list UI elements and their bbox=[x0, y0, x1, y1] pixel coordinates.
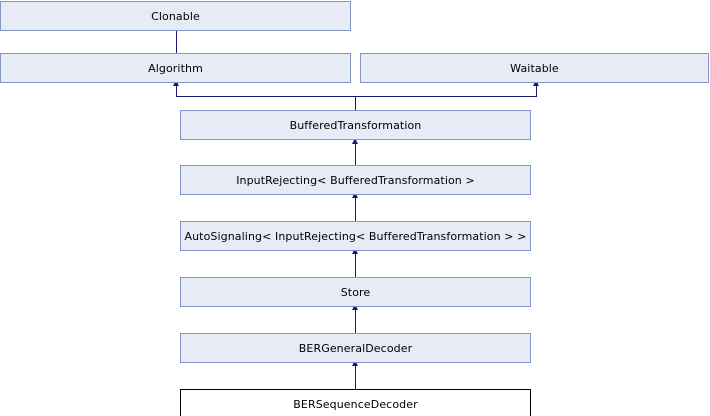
edge-bergeneraldecoder-to-store bbox=[355, 310, 356, 335]
node-autosignaling[interactable]: AutoSignaling< InputRejecting< BufferedT… bbox=[180, 221, 531, 251]
edge-algorithm-to-clonable bbox=[176, 31, 177, 54]
arrowhead-bufferedtransformation bbox=[352, 138, 358, 144]
arrowhead-inputrejecting bbox=[352, 192, 358, 198]
node-bersequencedecoder[interactable]: BERSequenceDecoder bbox=[180, 389, 531, 416]
edge-inputrejecting-to-bufferedtransformation bbox=[355, 144, 356, 168]
arrowhead-bergeneraldecoder bbox=[352, 360, 358, 366]
node-label-waitable: Waitable bbox=[510, 61, 559, 75]
arrowhead-algorithm bbox=[173, 80, 179, 86]
node-label-bersequencedecoder: BERSequenceDecoder bbox=[293, 397, 418, 411]
node-algorithm[interactable]: Algorithm bbox=[0, 53, 351, 83]
node-clonable[interactable]: Clonable bbox=[0, 1, 351, 31]
edge-bersequencedecoder-to-bergeneraldecoder bbox=[355, 366, 356, 391]
node-label-store: Store bbox=[340, 285, 371, 299]
node-label-bufferedtransformation: BufferedTransformation bbox=[289, 118, 422, 132]
arrowhead-autosignaling bbox=[352, 248, 358, 254]
edge-bus-drop-bufferedtransformation bbox=[355, 96, 356, 110]
arrowhead-store bbox=[352, 304, 358, 310]
node-store[interactable]: Store bbox=[180, 277, 531, 307]
edge-autosignaling-to-inputrejecting bbox=[355, 198, 356, 224]
node-label-clonable: Clonable bbox=[151, 9, 200, 23]
edge-store-to-autosignaling bbox=[355, 254, 356, 279]
node-waitable[interactable]: Waitable bbox=[360, 53, 709, 83]
edge-bus-riser-algorithm bbox=[176, 86, 177, 97]
edge-bus-riser-waitable bbox=[536, 86, 537, 97]
arrowhead-waitable bbox=[533, 80, 539, 86]
edge-bus-horizontal bbox=[176, 96, 537, 97]
node-label-bergeneraldecoder: BERGeneralDecoder bbox=[298, 341, 413, 355]
node-bufferedtransformation[interactable]: BufferedTransformation bbox=[180, 110, 531, 140]
node-label-algorithm: Algorithm bbox=[148, 61, 203, 75]
node-label-inputrejecting: InputRejecting< BufferedTransformation > bbox=[236, 173, 475, 187]
node-bergeneraldecoder[interactable]: BERGeneralDecoder bbox=[180, 333, 531, 363]
node-inputrejecting[interactable]: InputRejecting< BufferedTransformation > bbox=[180, 165, 531, 195]
node-label-autosignaling: AutoSignaling< InputRejecting< BufferedT… bbox=[184, 229, 527, 243]
